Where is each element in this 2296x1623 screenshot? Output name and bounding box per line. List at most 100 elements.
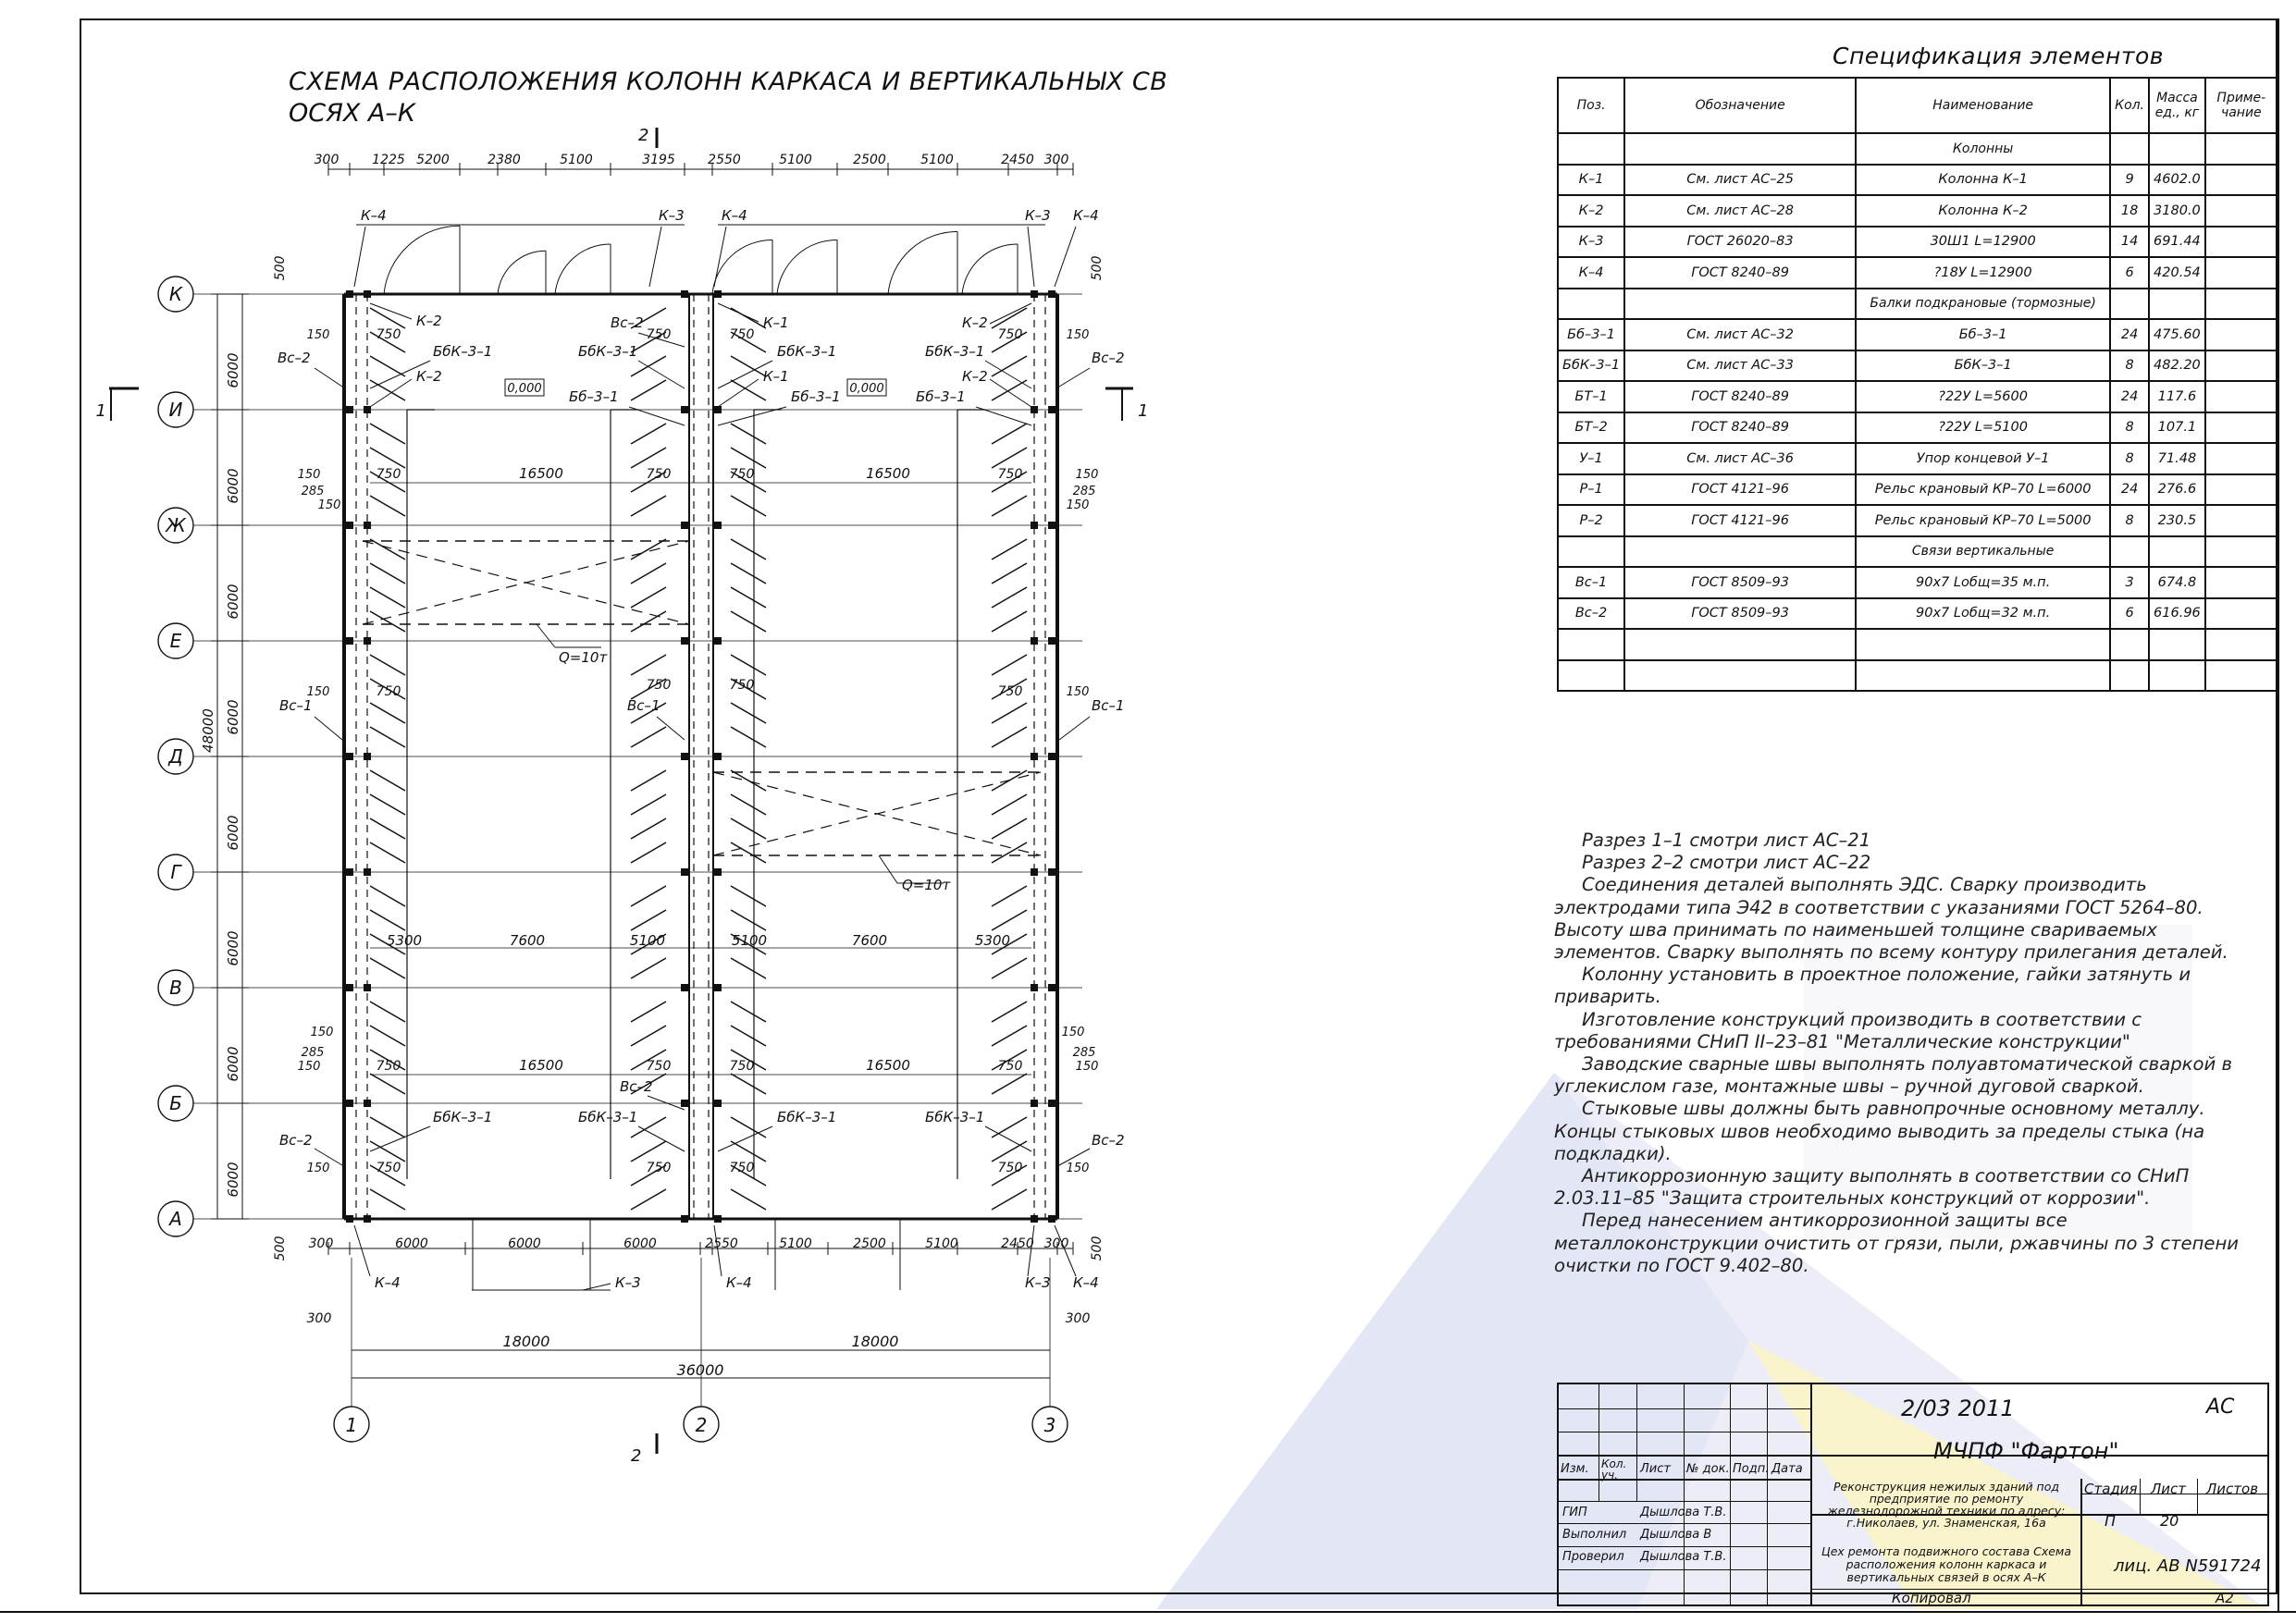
spec-cell-doc: См. лист АС–25	[1623, 163, 1858, 196]
column-label-k1: К–1	[763, 368, 789, 385]
brace-mark	[730, 1001, 767, 1023]
brace-mark	[730, 842, 767, 864]
spec-cell-mass: 117.6	[2148, 380, 2206, 413]
elevation-mark: 0,000	[507, 382, 541, 396]
offset-dimension: 150	[298, 1060, 321, 1074]
offset-dimension: 150	[318, 498, 341, 512]
brace-mark	[991, 793, 1028, 816]
spec-title: Спецификация элементов	[1833, 43, 2164, 69]
label-leader	[353, 1224, 371, 1277]
column-label-k3: К–3	[615, 1274, 641, 1291]
spec-cell-doc: ГОСТ 8240–89	[1623, 411, 1858, 444]
brace-mark	[369, 1049, 406, 1071]
row-axis-label: Д	[167, 745, 183, 768]
spec-cell-name: Колонна К–1	[1855, 163, 2112, 196]
brace-mark	[730, 702, 767, 724]
sheet-format: А2	[2216, 1590, 2234, 1606]
spec-cell-empty	[1556, 535, 1626, 568]
brace-label-vs1: Вс–1	[1092, 697, 1125, 714]
column-marker	[714, 1100, 722, 1107]
spec-cell-note	[2203, 318, 2278, 351]
brace-mark	[991, 726, 1028, 748]
spec-header-qty: Кол.	[2109, 77, 2151, 134]
header-list: Лист	[1640, 1462, 1671, 1476]
row-axis-label: Е	[170, 630, 182, 652]
column-marker	[364, 1215, 371, 1223]
column-label-k3: К–3	[1025, 207, 1051, 224]
header-kol: Кол. уч.	[1601, 1457, 1627, 1482]
brace-mark	[369, 495, 406, 517]
row-axis-label: К	[169, 283, 183, 305]
brace-mark	[730, 610, 767, 633]
offset-dimension: 750	[376, 467, 401, 482]
spec-cell-qty: 6	[2109, 256, 2151, 289]
brace-mark	[630, 307, 667, 329]
brace-mark	[369, 331, 406, 353]
spec-cell-empty	[2148, 535, 2206, 568]
column-marker	[346, 522, 353, 529]
spec-cell-name	[1855, 628, 2112, 661]
spec-cell-mass: 420.54	[2148, 256, 2206, 289]
label-leader	[989, 302, 1032, 325]
brace-mark	[630, 885, 667, 907]
spec-cell-empty	[2203, 287, 2278, 320]
spec-cell-qty: 24	[2109, 380, 2151, 413]
brace-mark	[369, 610, 406, 633]
spec-cell-note	[2203, 163, 2278, 196]
title-block: 2/03 2011 АС МЧПФ "Фартон" Реконструкция…	[1557, 1383, 2269, 1606]
spec-cell-pos: Р–1	[1556, 473, 1626, 506]
brace-mark	[730, 471, 767, 493]
brace-mark	[369, 654, 406, 676]
column-label-k1: К–1	[763, 314, 789, 331]
brace-mark	[369, 447, 406, 469]
column-marker	[364, 753, 371, 760]
top-dimension: 5100	[920, 153, 954, 167]
door-swing-arc	[961, 243, 1018, 295]
brace-mark	[730, 933, 767, 955]
row-spacing-dimension: 6000	[225, 352, 241, 387]
column-marker	[346, 637, 353, 645]
sheets-label: Листов	[2206, 1481, 2259, 1497]
spec-cell-name	[1855, 658, 2112, 692]
spec-cell-note	[2203, 442, 2278, 475]
spec-section-row: Балки подкрановые (тормозные)	[1556, 287, 2278, 320]
brace-label-vs2: Вс–2	[1092, 1132, 1125, 1149]
brace-mark	[630, 1116, 667, 1138]
elevation-box	[504, 378, 545, 397]
label-leader	[314, 1148, 343, 1166]
spec-cell-note	[2203, 658, 2278, 692]
brace-mark	[630, 1140, 667, 1162]
spec-cell-note	[2203, 596, 2278, 630]
label-leader	[1027, 1224, 1035, 1277]
row-spacing-dimension: 6000	[225, 699, 241, 734]
mid-dimension: 5300	[975, 932, 1010, 949]
elevation-mark: 0,000	[849, 382, 883, 396]
brace-label-vs1: Вс–1	[279, 697, 313, 714]
column-marker	[1031, 290, 1038, 298]
offset-dimension: 750	[376, 684, 401, 699]
spec-cell-name: Упор концевой У–1	[1855, 442, 2112, 475]
staff-role-2: Выполнил	[1562, 1528, 1627, 1542]
row-axis-label: А	[167, 1208, 182, 1230]
column-marker	[1031, 1100, 1038, 1107]
spec-cell-pos: Вс–2	[1556, 596, 1626, 630]
spec-cell-empty	[2109, 535, 2151, 568]
spec-section-name: Колонны	[1855, 132, 2112, 166]
offset-dimension: 285	[302, 1046, 325, 1060]
spec-cell-pos: У–1	[1556, 442, 1626, 475]
brace-mark	[630, 471, 667, 493]
column-marker	[681, 1100, 688, 1107]
spec-cell-empty	[2203, 132, 2278, 166]
brace-mark	[630, 562, 667, 584]
note-paragraph: Антикоррозионную защиту выполнять в соот…	[1554, 1165, 2190, 1210]
spec-cell-pos	[1556, 658, 1626, 692]
brace-mark	[369, 538, 406, 560]
brace-mark	[630, 678, 667, 700]
brace-mark	[369, 355, 406, 377]
spec-cell-qty: 8	[2109, 442, 2151, 475]
